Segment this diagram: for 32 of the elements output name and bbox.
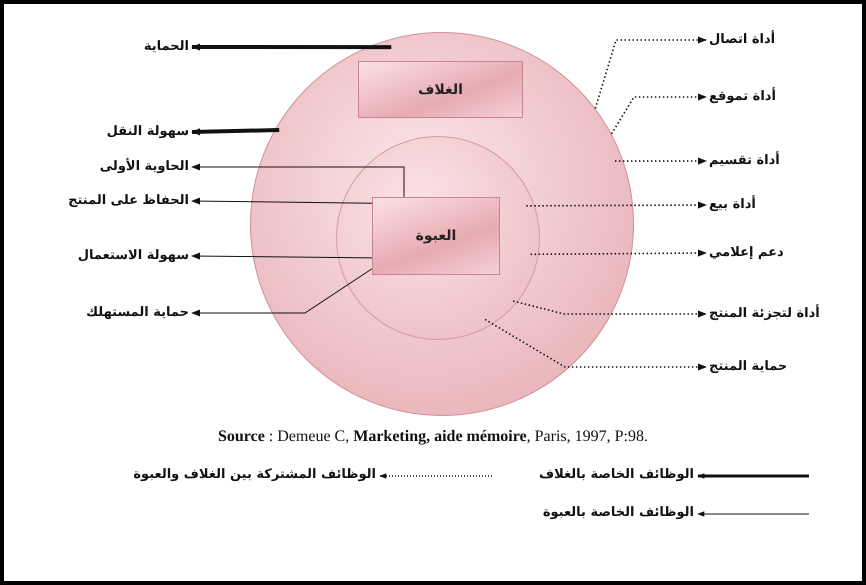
arrow	[614, 157, 707, 165]
function-label: حماية المنتج	[709, 358, 788, 376]
legend-text: الوظائف الخاصة بالعبوة	[542, 505, 694, 520]
arrow	[191, 252, 372, 260]
arrow	[526, 201, 707, 209]
arrow	[191, 128, 280, 136]
function-label: أداة اتصال	[709, 31, 776, 49]
arrow	[610, 93, 707, 134]
legend-text: الوظائف المشتركة بين الغلاف والعبوة	[133, 467, 376, 482]
function-label: حماية المستهلك	[86, 304, 189, 322]
arrow	[512, 300, 707, 318]
arrow	[594, 36, 707, 109]
arrow	[191, 43, 392, 51]
label-box: العبوة	[372, 197, 500, 275]
source-caption: Source : Demeue C, Marketing, aide mémoire, Paris, 1997, P:98.	[216, 428, 649, 446]
arrow	[530, 249, 707, 257]
function-label: سهولة الاستعمال	[78, 247, 189, 265]
arrow	[191, 163, 404, 198]
function-label: أداة تقسيم	[709, 152, 780, 170]
function-label: الحماية	[144, 38, 189, 56]
function-label: الحفاظ على المنتج	[68, 192, 189, 210]
function-label: الحاوية الأولى	[100, 158, 189, 176]
function-label: سهولة النقل	[106, 123, 189, 141]
function-label: أداة بيع	[709, 196, 756, 214]
arrow	[191, 268, 372, 317]
function-label: دعم إعلامي	[709, 244, 784, 262]
label-box: الغلاف	[358, 61, 523, 118]
arrow	[484, 318, 707, 371]
arrow	[191, 198, 372, 205]
legend-text: الوظائف الخاصة بالغلاف	[538, 467, 694, 482]
function-label: أداة تموقع	[709, 88, 776, 106]
function-label: أداة لتجزئة المنتج	[709, 305, 820, 323]
